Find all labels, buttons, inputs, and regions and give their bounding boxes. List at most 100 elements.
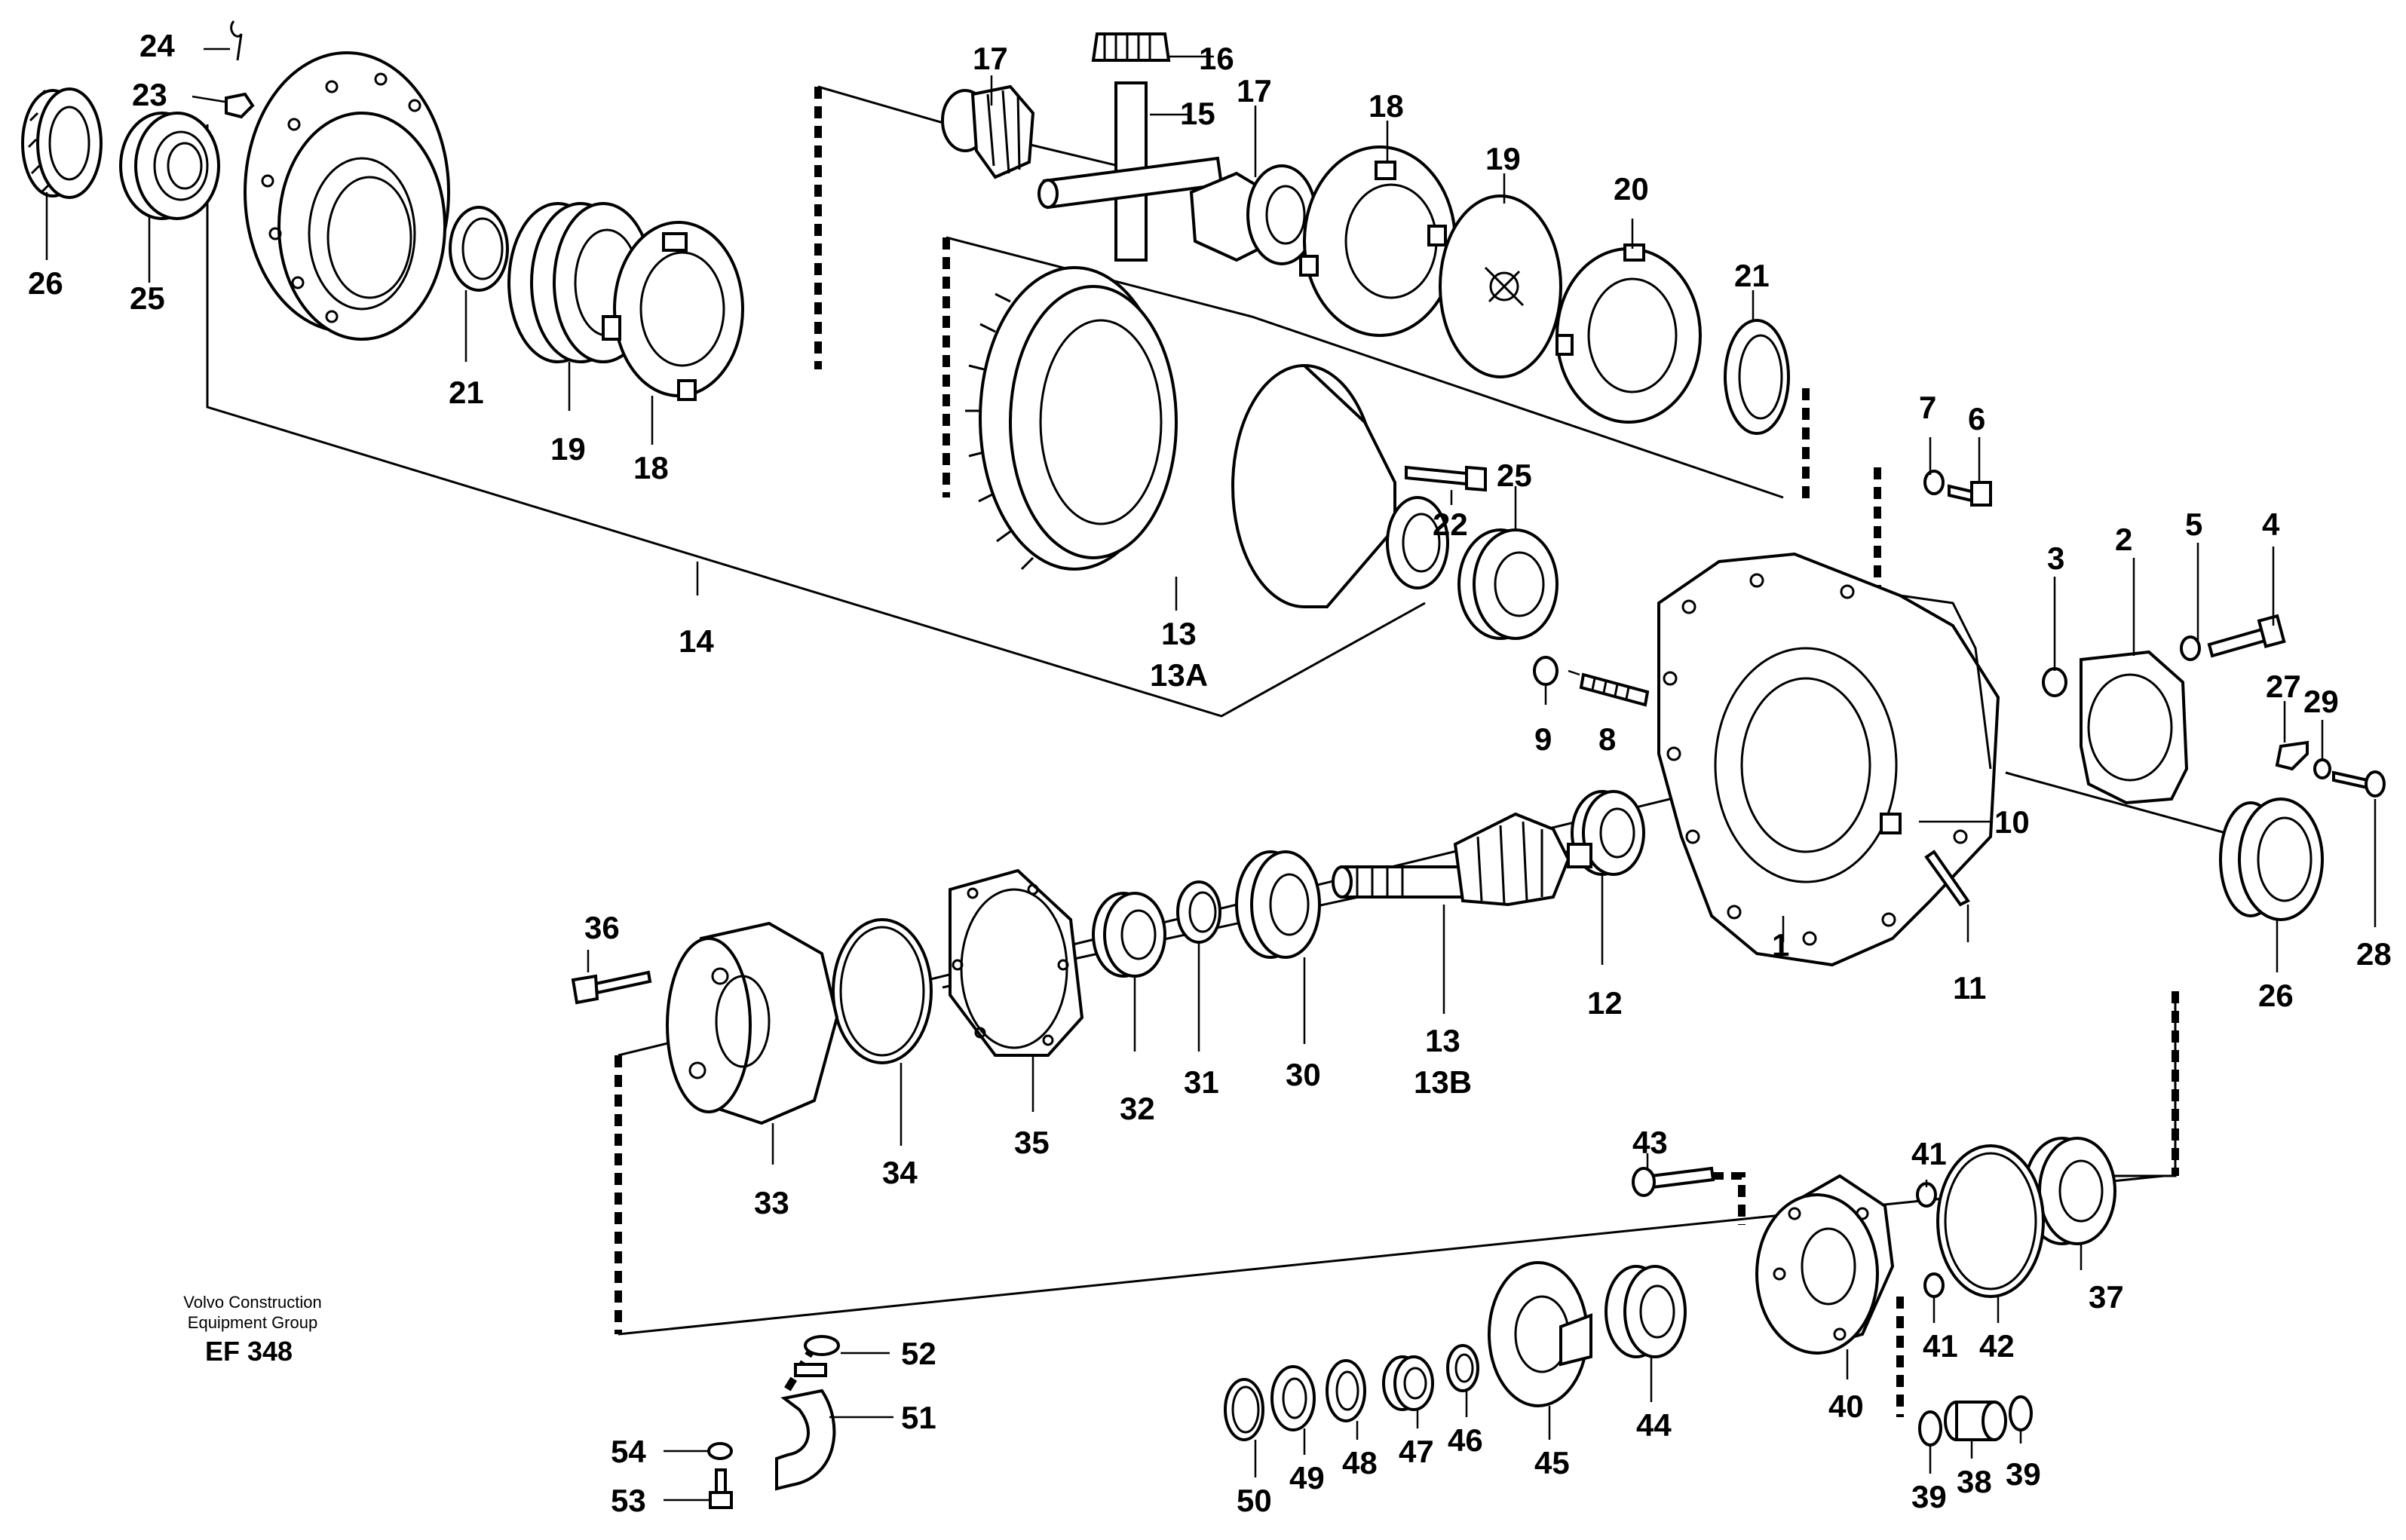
part-42-o-ring [1936,1144,2045,1298]
axis-lower [618,1174,2165,1336]
part-7-washer [1923,470,1945,495]
callout-30: 30 [1286,1057,1321,1092]
part-32-seal [1092,892,1166,978]
callout-44: 44 [1636,1407,1672,1443]
part-16-pinion-gear [1091,32,1171,62]
callout-18-left: 18 [633,450,669,485]
figure-code: EF 348 [205,1336,293,1367]
part-17-side-gear-left [941,84,1035,179]
callout-47: 47 [1399,1434,1434,1469]
part-25-bearing-right [1457,528,1559,640]
part-39-ring-left [1918,1410,1942,1447]
callout-27: 27 [2266,669,2301,704]
callout-15: 15 [1180,96,1215,131]
part-3-nut [2042,667,2067,697]
part-8-stud [1579,672,1650,707]
callout-23: 23 [132,77,167,112]
callout-17-left: 17 [973,41,1008,76]
callout-13b: 13B [1414,1064,1472,1100]
part-6-bolt [1948,481,1992,507]
callout-50: 50 [1237,1483,1272,1518]
part-40-bearing-housing [1755,1174,1895,1355]
callout-35: 35 [1014,1125,1050,1160]
callout-12: 12 [1587,985,1623,1021]
leader-lines [45,47,2377,1502]
callout-46: 46 [1448,1422,1483,1458]
callout-18-right: 18 [1369,88,1404,124]
callout-7: 7 [1919,390,1936,425]
callout-16: 16 [1199,41,1234,76]
callout-31: 31 [1184,1064,1219,1100]
part-15-spider-cross [1037,81,1224,262]
callout-10: 10 [1994,804,2030,840]
part-26-adjusting-ring-right [2219,798,2324,921]
part-10-vent [1880,813,1902,834]
part-46-washer [1446,1344,1479,1392]
callout-5: 5 [2185,507,2202,542]
part-38-spring-pin [1944,1401,2007,1441]
callout-25-right: 25 [1497,458,1532,493]
part-26-adjusting-ring-left [21,87,103,199]
part-43-bolt [1632,1166,1715,1197]
callout-1: 1 [1772,927,1789,963]
part-18-pressure-ring-left [602,221,744,401]
callout-3: 3 [2047,540,2064,576]
part-21-thrust-washer-right [1724,319,1790,435]
dash-line-bolt-43 [1712,1172,1745,1225]
part-2-bearing-cap [2080,650,2189,805]
callout-13-lower: 13 [1425,1023,1460,1058]
part-11-screw [1924,850,1970,907]
part-28-bolt [2332,770,2386,798]
callout-32: 32 [1120,1091,1155,1126]
part-19-friction-disc-right [1439,194,1562,378]
callout-33: 33 [754,1185,789,1220]
callout-21-right: 21 [1734,258,1770,293]
part-33-pinion-carrier [666,921,839,1125]
callout-24: 24 [139,28,175,63]
part-27-lock-plate [2275,740,2309,771]
axis-lower-right [2111,991,2177,1177]
part-29-washer [2313,758,2331,779]
callout-42: 42 [1979,1328,2015,1364]
callout-22: 22 [1433,507,1468,542]
publisher-line-2: Equipment Group [188,1313,317,1332]
part-23-nut [225,92,255,119]
part-differential-case [1231,364,1449,608]
part-24-split-pin [230,20,243,61]
publisher-block: Volvo Construction Equipment Group EF 34… [183,1293,321,1367]
part-20-friction-plate [1555,243,1702,424]
bracket-14 [206,124,1426,718]
callout-labels: 1 2 3 4 5 6 7 8 9 10 11 12 13 13A 13 13B… [28,28,2392,1518]
part-52-clamp [794,1335,840,1377]
part-9-nut [1533,656,1559,686]
callout-38: 38 [1957,1464,1992,1499]
callout-28: 28 [2356,936,2392,972]
axis-upper-diff [946,236,1784,499]
part-18-pressure-ring-right [1299,145,1457,337]
callout-13a: 13A [1150,657,1208,693]
callout-36: 36 [584,910,620,945]
part-13b-drive-pinion [1332,812,1592,907]
callout-2: 2 [2115,522,2132,557]
part-51-breather-elbow [775,1388,836,1491]
callout-43: 43 [1632,1125,1668,1160]
callout-51: 51 [901,1400,936,1435]
part-13a-crown-wheel [965,266,1178,571]
callout-25-left: 25 [130,280,165,316]
part-48-lock-washer [1326,1359,1366,1422]
part-35-gasket [949,868,1084,1057]
callout-29: 29 [2303,684,2339,719]
part-54-washer [707,1442,733,1460]
part-5-washer [2180,635,2201,661]
callout-49: 49 [1289,1460,1325,1496]
part-1-axle-housing [1657,552,2000,967]
callout-37: 37 [2089,1279,2124,1315]
callout-53: 53 [611,1483,646,1518]
part-4-bolt [2207,614,2286,658]
callout-26-right: 26 [2258,978,2294,1013]
part-34-o-ring [832,918,933,1064]
part-36-bolt [571,970,652,1005]
callout-34: 34 [882,1155,918,1190]
part-14-differential-housing-half [244,51,450,341]
